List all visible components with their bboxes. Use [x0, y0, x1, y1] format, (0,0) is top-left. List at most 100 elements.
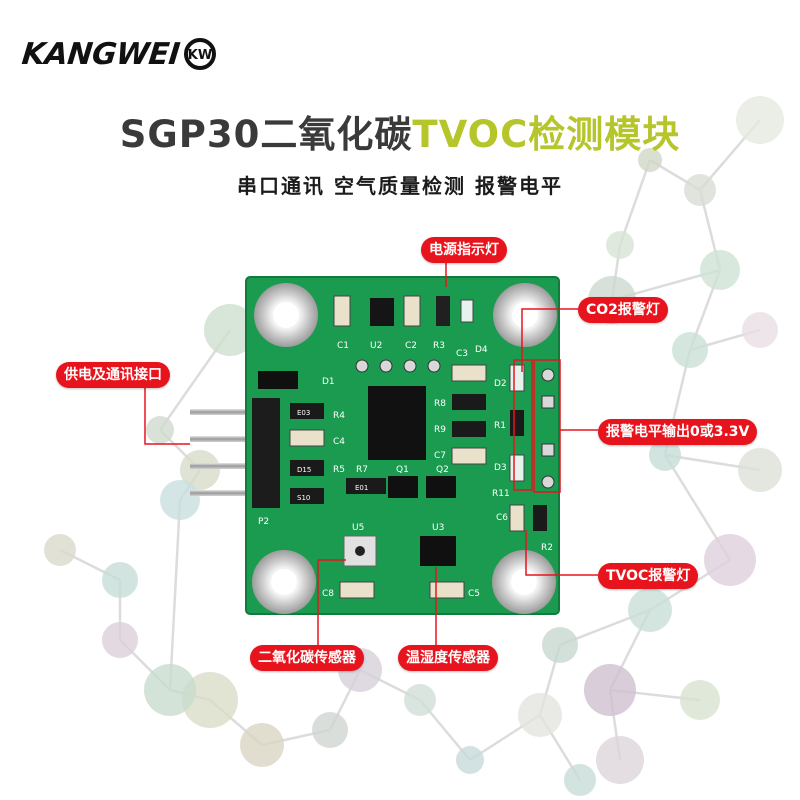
molecule-atom: [606, 231, 634, 259]
capacitor-c4: [289, 429, 325, 447]
page-subtitle: 串口通讯 空气质量检测 报警电平: [237, 174, 563, 198]
svg-text:R5: R5: [333, 465, 345, 475]
molecule-atom: [638, 148, 662, 172]
molecule-atom: [649, 439, 681, 471]
svg-text:C2: C2: [405, 341, 417, 351]
molecule-atom: [144, 664, 196, 716]
transistor-q2: [426, 476, 456, 498]
resistor-r3: [436, 296, 450, 326]
resistor-r5: [290, 460, 324, 476]
svg-text:C8: C8: [322, 589, 334, 599]
capacitor-c7: [451, 447, 487, 465]
component-markings: E03 E01 D15 S10: [297, 409, 368, 502]
callout-humidity-sensor: 温湿度传感器: [398, 645, 498, 671]
molecule-atom: [456, 746, 484, 774]
molecule-atom: [700, 250, 740, 290]
callout-co2-alarm-led: CO2报警灯: [578, 297, 668, 323]
molecule-atom: [684, 174, 716, 206]
molecule-atom: [736, 96, 784, 144]
resistor-r4: [290, 403, 324, 419]
svg-text:S10: S10: [297, 494, 310, 502]
svg-text:U5: U5: [352, 523, 364, 533]
molecule-bond: [618, 159, 652, 246]
svg-text:C5: C5: [468, 589, 480, 599]
resistor-r1: [510, 410, 524, 436]
molecule-atom: [742, 312, 778, 348]
molecule-atom: [146, 416, 174, 444]
svg-text:P2: P2: [258, 517, 269, 527]
capacitor-c2: [403, 295, 421, 327]
svg-text:R8: R8: [434, 399, 446, 409]
svg-text:D1: D1: [322, 377, 335, 387]
molecule-atom: [542, 627, 578, 663]
molecule-atom: [738, 448, 782, 492]
silkscreen-labels: C1 U2 C2 R3 C3 D4 D1 R4 C4 R5 R7 Q1 Q2 R…: [258, 341, 553, 599]
molecule-atom: [628, 588, 672, 632]
svg-text:R1: R1: [494, 421, 506, 431]
regulator-u2: [370, 298, 394, 326]
svg-text:E01: E01: [355, 484, 368, 492]
molecule-atom: [180, 450, 220, 490]
brand-mark-icon: KW: [184, 38, 217, 70]
svg-text:R2: R2: [541, 543, 553, 553]
capacitor-c6: [509, 504, 525, 532]
molecule-atom: [404, 684, 436, 716]
transistor-q1: [388, 476, 418, 498]
callout-tvoc-alarm-led: TVOC报警灯: [598, 563, 699, 589]
mounting-holes: [252, 283, 557, 614]
main-ic: [368, 386, 426, 460]
svg-text:D3: D3: [494, 463, 507, 473]
capacitor-c8: [339, 581, 375, 599]
resistor-r7: [346, 478, 386, 494]
molecule-bond: [168, 499, 182, 691]
resistor-r6: [452, 394, 486, 410]
pin-header: [252, 398, 280, 508]
sensor-port: [355, 546, 365, 556]
svg-text:C3: C3: [456, 349, 468, 359]
capacitor-c1: [333, 295, 351, 327]
molecule-atom: [44, 534, 76, 566]
svg-text:C6: C6: [496, 513, 508, 523]
callout-alarm-output: 报警电平输出0或3.3V: [598, 419, 758, 445]
svg-text:R7: R7: [356, 465, 368, 475]
svg-text:D2: D2: [494, 379, 507, 389]
pad-row: [355, 359, 441, 373]
molecule-atom: [564, 764, 596, 796]
callout-lines: [144, 262, 598, 652]
molecule-atom: [704, 534, 756, 586]
svg-text:D4: D4: [475, 345, 488, 355]
humidity-sensor-u3: [420, 536, 456, 566]
molecule-atom: [680, 680, 720, 720]
led-d3: [509, 454, 525, 482]
molecule-atom: [182, 672, 238, 728]
svg-text:C4: C4: [333, 437, 345, 447]
output-pads: [541, 368, 555, 489]
callout-power-led: 电源指示灯: [421, 237, 507, 263]
title-accent: TVOC检测模块: [412, 113, 681, 156]
molecule-atom: [596, 736, 644, 784]
molecule-atom: [672, 332, 708, 368]
resistor-r2: [533, 505, 547, 531]
molecule-atom: [204, 304, 256, 356]
molecule-atom: [518, 693, 562, 737]
svg-text:C1: C1: [337, 341, 349, 351]
led-d4: [460, 299, 474, 323]
callout-interface: 供电及通讯接口: [56, 362, 170, 388]
resistor-s10: [290, 488, 324, 504]
title-main: SGP30二氧化碳: [119, 113, 413, 156]
molecule-atom: [240, 723, 284, 767]
svg-text:R9: R9: [434, 425, 446, 435]
molecule-atom: [584, 664, 636, 716]
molecule-atom: [312, 712, 348, 748]
svg-text:U2: U2: [370, 341, 382, 351]
svg-text:E03: E03: [297, 409, 310, 417]
svg-text:C7: C7: [434, 451, 446, 461]
capacitor-c5: [429, 581, 465, 599]
svg-text:R3: R3: [433, 341, 445, 351]
svg-text:Q1: Q1: [396, 465, 409, 475]
molecule-atom: [102, 562, 138, 598]
svg-text:R4: R4: [333, 411, 345, 421]
svg-text:R11: R11: [492, 489, 510, 499]
svg-text:D15: D15: [297, 466, 311, 474]
